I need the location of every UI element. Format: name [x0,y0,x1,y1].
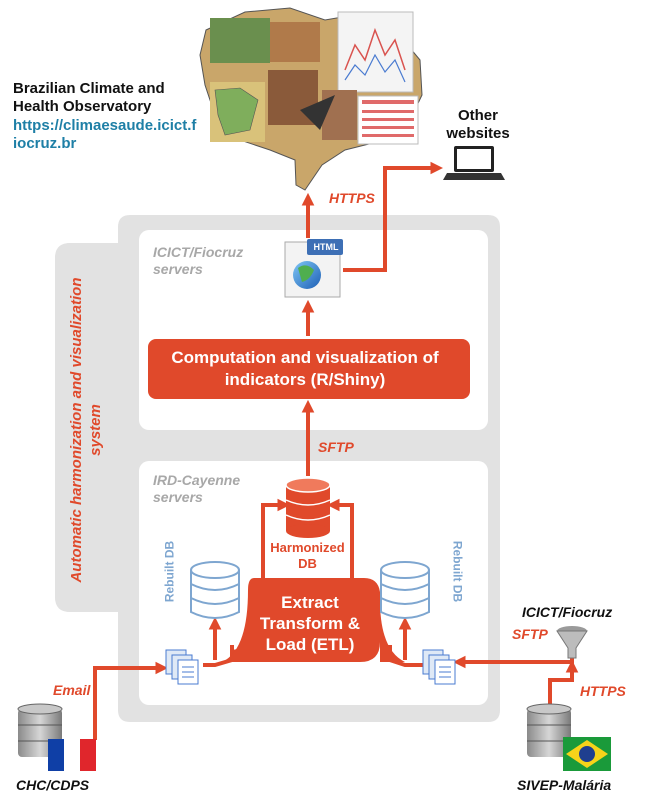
rebuilt-db-left-label: Rebuilt DB [162,540,177,603]
france-flag-icon [48,739,96,771]
ird-servers-label: IRD-Cayenne servers [153,472,241,505]
server-right-icon [526,703,572,757]
files-right-icon [422,649,456,685]
funnel-icon [556,626,588,659]
observatory-url[interactable]: https://climaesaude.icict.fiocruz.br [13,117,197,152]
harmonized-db-icon [285,477,331,538]
brazil-flag-icon [563,737,611,771]
computation-box-label: Computation and visualization of indicat… [171,348,439,389]
rebuilt-db-right-icon [380,561,430,619]
laptop-icon [443,146,505,180]
email-label: Email [53,682,91,698]
sftp-middle-label: SFTP [318,439,354,455]
etl-box [230,578,380,662]
other-websites-label: Other websites [446,107,510,142]
rebuilt-db-left-icon [190,561,240,619]
https-top-label: HTTPS [329,190,375,206]
html-badge: HTML [313,242,339,252]
chc-cdps-label: CHC/CDPS [16,777,90,793]
system-side-label: Automatic harmonization and visualizatio… [68,277,104,583]
html-document-icon [284,239,343,298]
icict-fiocruz-source-label: ICICT/Fiocruz [522,604,613,620]
brazil-map-collage [199,7,423,191]
observatory-title: Brazilian Climate and Health Observatory [13,80,165,115]
computation-box [148,339,470,399]
sftp-right-label: SFTP [512,626,548,642]
sivep-malaria-label: SIVEP-Malária [517,777,612,793]
https-right-label: HTTPS [580,683,626,699]
icict-servers-label: ICICT/Fiocruz servers [153,244,244,277]
etl-box-label: Extract Transform & Load (ETL) [259,593,361,654]
harmonized-db-label: Harmonized DB [270,540,345,571]
files-left-icon [165,649,199,685]
rebuilt-db-right-label: Rebuilt DB [450,540,465,603]
